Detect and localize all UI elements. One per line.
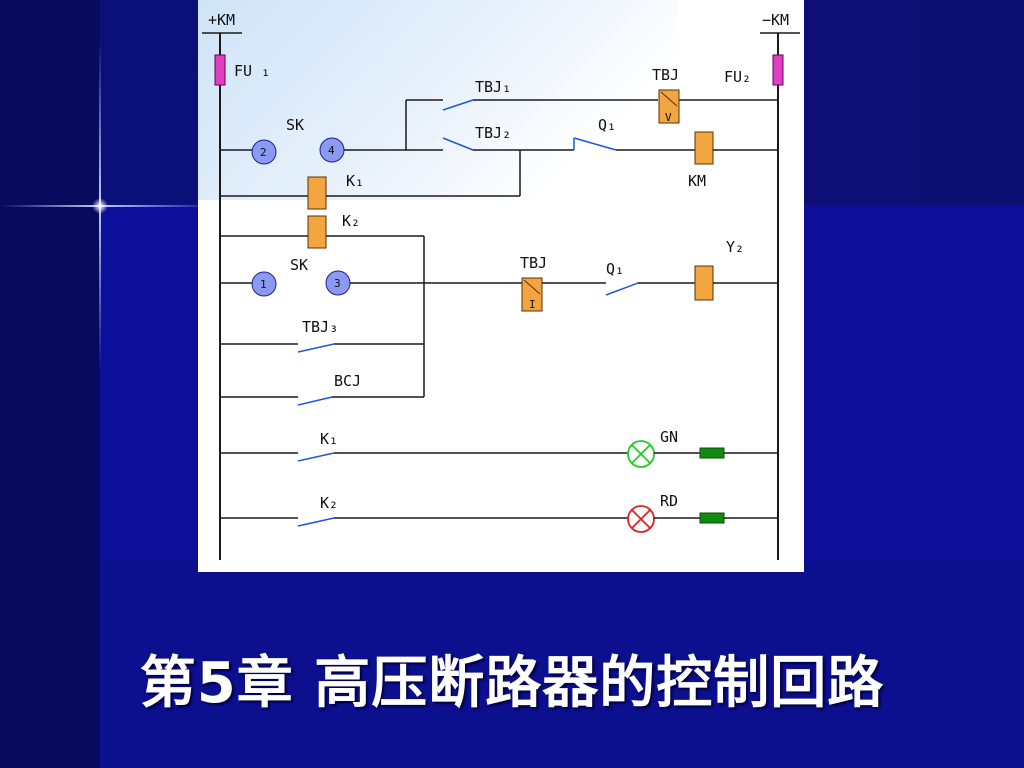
coil-tbj-top-mark [660,91,678,107]
mark-v: V [665,111,672,124]
label-fu1: FU ₁ [234,62,270,80]
slide-title: 第5章 高压断路器的控制回路 [139,651,885,716]
sk-label-4: 4 [328,144,335,157]
label-tbj1: TBJ₁ [475,78,511,96]
label-q1-top: Q₁ [598,116,616,134]
circuit-diagram-panel: +KM −KM FU ₁ FU₂ V TBJ₁ TBJ 2 4 SK TBJ₂ … [198,0,804,572]
label-k1-coil: K₁ [346,172,364,190]
label-rd: RD [660,492,678,510]
circuit-diagram: +KM −KM FU ₁ FU₂ V TBJ₁ TBJ 2 4 SK TBJ₂ … [202,11,800,560]
label-k2-coil: K₂ [342,212,360,230]
sk-label-2: 2 [260,146,267,159]
background-left-strip [0,0,100,768]
label-neg-bus: −KM [762,11,789,29]
label-sk-top: SK [286,116,304,134]
coil-k2 [307,215,327,249]
label-tbj3: TBJ₃ [302,318,338,336]
contact-tbj3 [297,343,335,353]
coil-km [694,131,714,165]
contact-tbj2 [442,137,474,151]
coil-k1 [307,176,327,210]
sk-label-3: 3 [334,277,341,290]
label-pos-bus: +KM [208,11,235,29]
fuse-fu2 [772,54,784,86]
label-sk-bottom: SK [290,256,308,274]
lamp-rd-icon [627,505,655,533]
mark-i: I [529,298,536,311]
resistor-gn [699,447,725,459]
label-q1-mid: Q₁ [606,260,624,278]
coil-y2 [694,265,714,301]
label-fu2: FU₂ [724,68,751,86]
label-gn: GN [660,428,678,446]
label-tbj-mid: TBJ [520,254,547,272]
background-bottom [0,560,1024,768]
label-tbj2: TBJ₂ [475,124,511,142]
sk-position-1 [251,271,277,297]
sk-label-1: 1 [260,278,267,291]
label-y2: Y₂ [726,238,744,256]
contact-k2 [297,517,335,527]
label-tbj-top: TBJ [652,66,679,84]
sk-position-2 [251,139,277,165]
coil-tbj-mid [521,277,543,312]
contact-tbj1 [442,99,474,111]
sparkle-icon [92,198,108,214]
fuse-fu1 [214,54,226,86]
lamp-rd-x2 [631,509,651,529]
resistor-rd [699,512,725,524]
contact-k1 [297,452,335,462]
contact-bcj [297,396,333,406]
label-km: KM [688,172,706,190]
label-k1-contact: K₁ [320,430,338,448]
coil-tbj-top [658,89,680,124]
lamp-gn-x2 [631,444,651,464]
label-k2-contact: K₂ [320,494,338,512]
contact-q1-top [573,137,617,151]
coil-tbj-mid-mark [523,279,541,295]
contact-q1-mid [605,282,639,296]
lamp-gn-icon [627,440,655,468]
label-bcj: BCJ [334,372,361,390]
